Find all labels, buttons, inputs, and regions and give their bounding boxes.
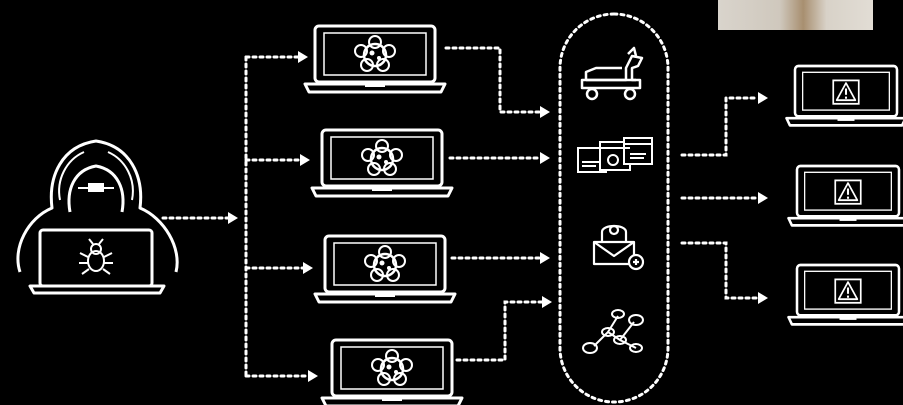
attack-vectors-capsule	[560, 14, 668, 402]
attacker-laptop	[30, 230, 164, 293]
infected-laptop-4	[322, 340, 462, 405]
arrowhead	[308, 370, 318, 382]
infected-laptop-2	[312, 130, 452, 196]
arrowhead	[758, 192, 768, 204]
arrowhead	[298, 51, 308, 63]
victim-laptops	[787, 66, 903, 324]
arrowhead	[540, 106, 550, 118]
arrowhead	[758, 92, 768, 104]
phishing-email-icon	[594, 226, 643, 269]
arrowheads	[228, 51, 768, 382]
fake-websites-icon	[578, 138, 652, 172]
victim-laptop-1	[787, 66, 903, 125]
connector-vectors-victim1	[682, 98, 758, 155]
infected-laptop-3	[315, 236, 455, 302]
connector-vectors-victim3	[682, 243, 758, 298]
arrowhead	[758, 292, 768, 304]
infected-laptop-1	[305, 26, 445, 92]
connector-laptop1-vectors	[446, 48, 540, 112]
connector-laptop4-vectors	[457, 302, 542, 360]
photo-inset	[718, 0, 873, 30]
arrowhead	[303, 262, 313, 274]
arrowhead	[300, 154, 310, 166]
bug-network-icon	[583, 310, 643, 353]
infected-laptops	[305, 26, 462, 405]
arrowhead	[540, 252, 550, 264]
victim-laptop-3	[789, 265, 903, 324]
trojan-horse-icon	[582, 48, 642, 99]
arrowhead	[540, 152, 550, 164]
victim-laptop-2	[789, 166, 903, 225]
arrowhead	[228, 212, 238, 224]
arrowhead	[542, 296, 552, 308]
